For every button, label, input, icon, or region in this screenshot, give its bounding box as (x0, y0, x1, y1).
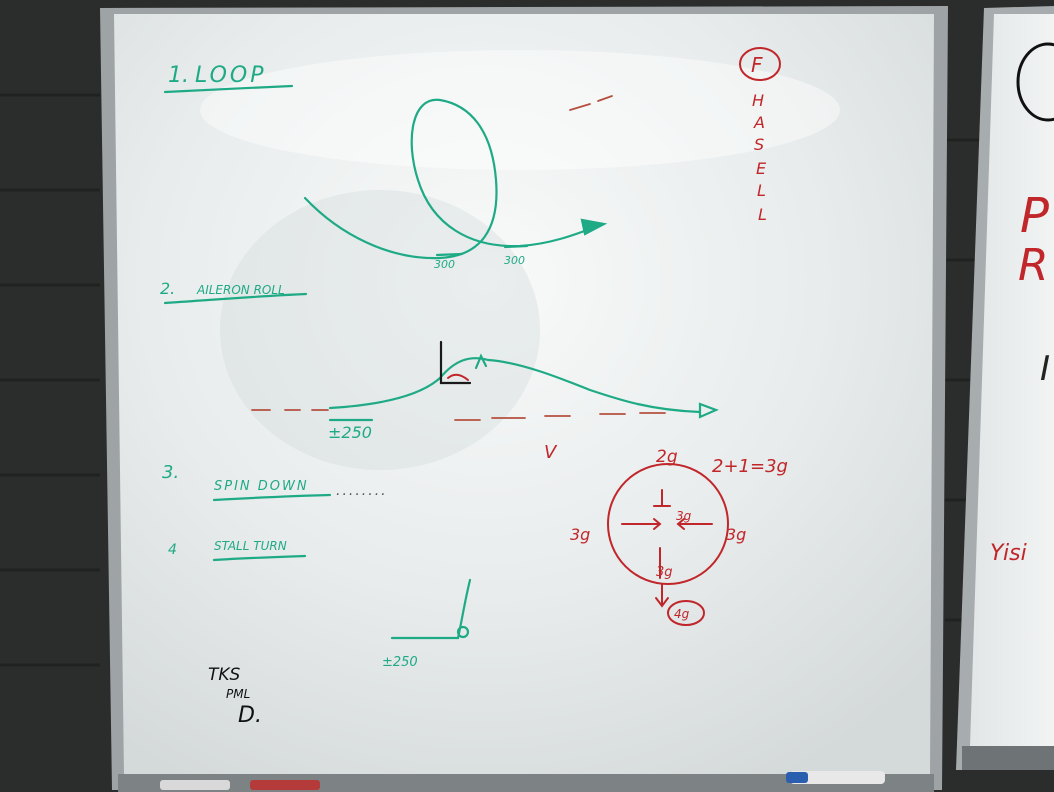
g-sum-label: 2+1=3g (712, 456, 788, 477)
side-column-letter: L (757, 181, 766, 200)
sign-off-line-2: PML (226, 687, 250, 701)
marker-tray (118, 774, 934, 792)
sign-off-mark: D. (238, 703, 262, 728)
item-4-label: STALL TURN (214, 539, 287, 553)
roll-path (328, 357, 702, 414)
red-drawings (439, 47, 781, 626)
g-top-label: 2g (656, 447, 678, 467)
right-board-surface (970, 14, 1054, 746)
reflection-shadow (220, 190, 540, 470)
item-2-underline (163, 292, 308, 305)
item-3-label: SPIN DOWN (214, 479, 309, 494)
marker-cap (786, 772, 808, 783)
board-surface (114, 14, 934, 776)
g-right-label: 3g (726, 525, 746, 544)
side-column-letter: A (753, 113, 765, 132)
loop-arrowhead (580, 218, 608, 236)
item-4-number: 4 (168, 542, 177, 558)
item-4-underline (212, 554, 307, 562)
loop-tick (435, 252, 464, 257)
right-board-circle (1016, 42, 1054, 122)
g-bottom-circle (667, 600, 705, 626)
loop-mark-2: 300 (504, 254, 525, 267)
right-whiteboard (956, 6, 1054, 770)
roll-angle-arc (447, 373, 469, 381)
side-column-letter: E (756, 159, 767, 178)
main-whiteboard (100, 6, 948, 792)
stall-turn-mark (456, 625, 470, 639)
sign-off-line-1: TKS (208, 665, 241, 685)
marker-pen (790, 771, 885, 784)
right-board-letter: R (1018, 240, 1049, 291)
side-column-letter: H (752, 91, 764, 110)
dash (569, 103, 591, 111)
item-1-number: 1. (168, 63, 189, 88)
dash (597, 95, 613, 102)
g-left-label: 3g (570, 525, 590, 544)
item-1-label: LOOP (195, 63, 266, 88)
roll-arrowhead (698, 402, 719, 419)
g-center-label: 3g (676, 509, 692, 523)
g-bottom-arrowhead (655, 597, 669, 608)
item-2-label: AILERON ROLL (196, 283, 285, 297)
g-right-arrowhead (676, 518, 685, 530)
roll-angle-mark (439, 340, 472, 385)
right-board-tray (962, 746, 1054, 770)
side-letter: F (751, 53, 763, 77)
roll-small-arrow (474, 353, 488, 370)
right-board-letter: P (1020, 188, 1049, 244)
g-force-circle (607, 463, 729, 585)
loop-tick (503, 244, 529, 249)
spin-dots: ........ (336, 483, 388, 499)
g-bottom-label: 4g (674, 607, 690, 621)
marker-pen (250, 780, 320, 790)
g-left-arrowhead (653, 518, 662, 530)
side-column-letter: S (754, 135, 764, 154)
v-label: V (544, 442, 558, 463)
item-1-underline (163, 84, 294, 94)
black-text: TKS PML D. (208, 665, 262, 728)
dashed-lines (251, 95, 666, 421)
reflection-glare (200, 50, 840, 170)
item-2-number: 2. (160, 279, 175, 298)
stall-mark: ±250 (382, 655, 418, 670)
red-text: V 2g 2+1=3g 3g 3g 3g 3g 4g F H A S E L L (544, 53, 788, 621)
stall-turn-path (390, 578, 472, 640)
side-column-letter: L (758, 205, 767, 224)
item-3-underline (212, 493, 332, 502)
g-below-center-label: 3g (656, 565, 673, 580)
item-3-number: 3. (162, 462, 179, 483)
loop-mark-1: 300 (434, 258, 455, 271)
green-text: 1. LOOP 300 300 2. AILERON ROLL ±250 3. … (160, 63, 525, 670)
green-drawings (163, 84, 719, 640)
right-board-word: Yisi (990, 541, 1027, 566)
right-board-letter: I (1040, 349, 1050, 389)
right-board-text: P R I Yisi (990, 188, 1050, 566)
side-letter-circle (739, 47, 781, 81)
roll-mark: ±250 (328, 423, 372, 442)
marker-pen (160, 780, 230, 790)
